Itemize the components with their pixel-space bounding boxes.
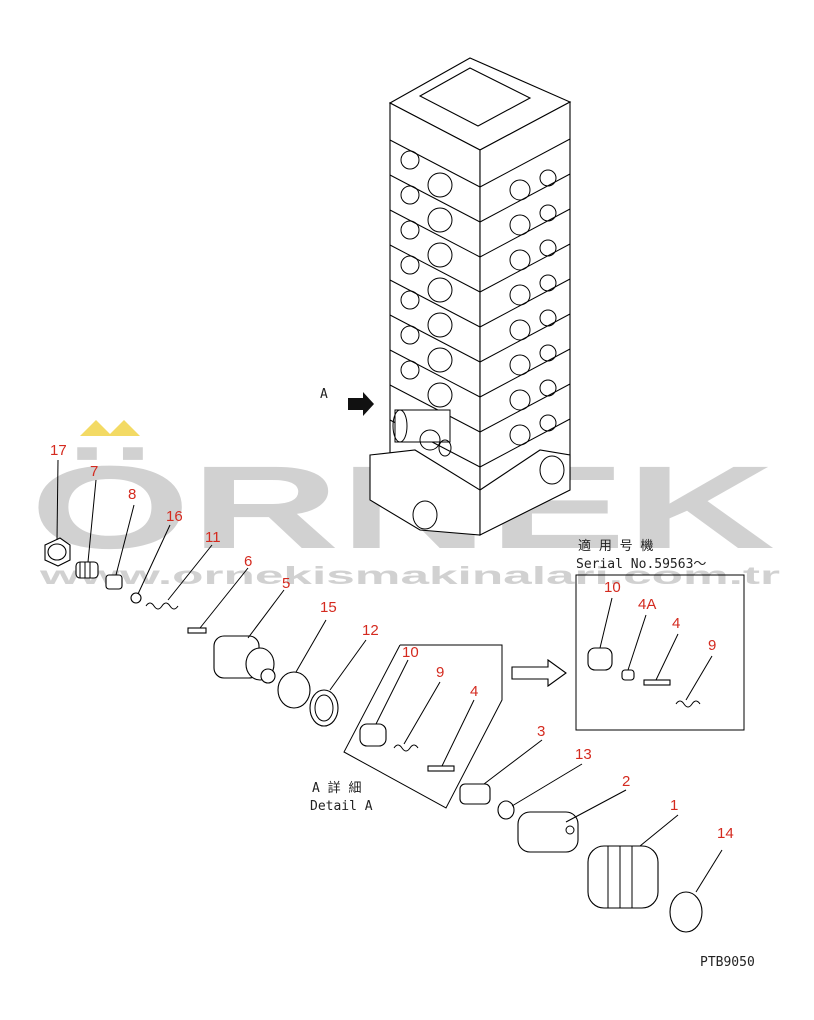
control-valve-assembly [369,57,572,536]
part-8-sleeve [105,574,123,590]
part-10-spring-seat [359,723,387,747]
callout-17: 17 [50,442,67,459]
arrow-icon [348,392,374,416]
callout-15: 15 [320,599,337,616]
detail-label-jp: A 詳 細 [312,780,361,796]
inset-callout-4A: 4A [638,596,656,613]
callout-10: 10 [402,644,419,661]
part-5-body [213,635,276,684]
valve-sections [389,138,571,468]
leader-lines [56,459,723,893]
callout-13: 13 [575,746,592,763]
callout-11: 11 [205,529,221,546]
part-16-oring [130,592,142,604]
callout-1: 1 [670,797,678,814]
part-6-poppet [187,627,207,634]
callout-4: 4 [470,683,478,700]
relief-valve-location [392,409,452,457]
callout-9: 9 [436,664,444,681]
part-15-oring [277,671,311,709]
callouts-main: 17 7 8 16 11 6 5 15 12 10 9 4 3 13 2 1 1… [50,442,734,842]
logo-accent-left [80,420,112,436]
part-4-pin [427,765,455,772]
part-13-oring [497,800,515,820]
inset-leader-lines [599,597,713,701]
callout-14: 14 [717,825,734,842]
serial-label-jp: 適 用 号 機 [578,538,653,554]
serial-inset: 10 4A 4 9 [575,574,745,731]
part-2-piston [517,811,579,853]
hollow-arrow-icon [511,658,567,688]
marker-A: A [320,387,328,402]
callout-12: 12 [362,622,379,639]
part-7-plug [75,561,99,579]
part-3-plug [459,783,491,805]
callout-2: 2 [622,773,630,790]
inset-part-4A [621,669,635,681]
callout-5: 5 [282,575,290,592]
detail-a-bracket [343,644,503,809]
serial-label-en: Serial No.59563～ [576,557,706,572]
inset-part-9 [675,700,701,708]
watermark-url: www.ornekismakinalari.com.tr [38,562,781,590]
inset-callout-10: 10 [604,579,621,596]
inset-part-10 [587,647,613,671]
logo-accent-right [108,420,140,436]
inset-callout-4: 4 [672,615,680,632]
inset-callout-9: 9 [708,637,716,654]
callout-3: 3 [537,723,545,740]
part-14-oring [669,891,703,933]
detail-label-en: Detail A [310,799,373,814]
part-9-spring [393,744,419,752]
inset-part-4 [643,679,671,686]
part-12-ring [309,689,339,727]
callout-16: 16 [166,508,183,525]
valve-ports [400,150,557,446]
callout-8: 8 [128,486,136,503]
exploded-parts [44,537,703,933]
drawing-code: PTB9050 [700,955,755,970]
part-11-spring [145,602,179,610]
part-17-cap [44,537,71,567]
callout-7: 7 [90,463,98,480]
callout-6: 6 [244,553,252,570]
part-1-adjusting-screw [587,845,659,909]
